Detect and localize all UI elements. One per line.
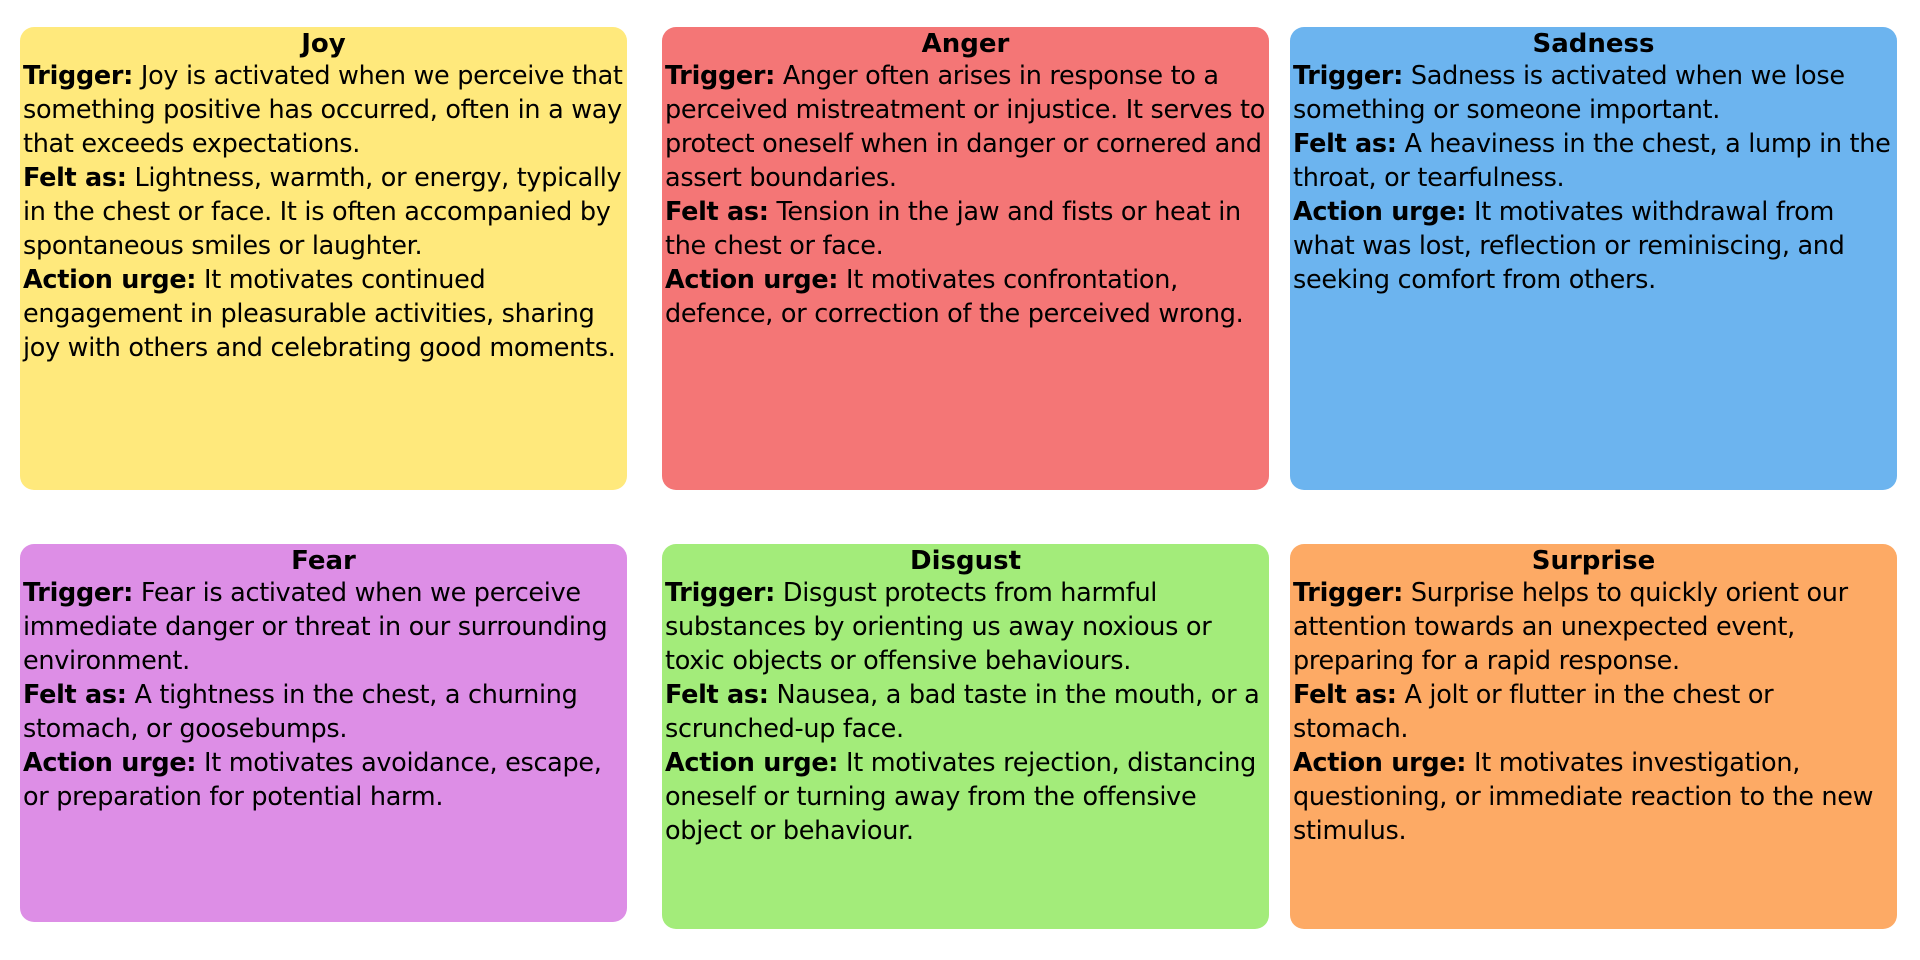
trigger-label: Trigger: <box>1293 578 1404 608</box>
emotion-card-anger: Anger Trigger: Anger often arises in res… <box>662 27 1269 490</box>
trigger-section: Trigger: Anger often arises in response … <box>665 59 1266 195</box>
felt-label: Felt as: <box>1293 129 1397 159</box>
emotion-card-sadness: Sadness Trigger: Sadness is activated wh… <box>1290 27 1897 490</box>
trigger-section: Trigger: Sadness is activated when we lo… <box>1293 59 1894 127</box>
trigger-text: Surprise helps to quickly orient our att… <box>1293 578 1848 676</box>
emotion-card-joy: Joy Trigger: Joy is activated when we pe… <box>20 27 627 490</box>
felt-label: Felt as: <box>665 680 769 710</box>
felt-text: Lightness, warmth, or energy, typically … <box>23 163 622 261</box>
trigger-label: Trigger: <box>1293 61 1404 91</box>
action-text: It motivates investigation, questioning,… <box>1293 748 1874 846</box>
action-text: It motivates confrontation, defence, or … <box>665 265 1244 329</box>
action-label: Action urge: <box>665 748 839 778</box>
felt-label: Felt as: <box>23 680 127 710</box>
felt-label: Felt as: <box>1293 680 1397 710</box>
trigger-label: Trigger: <box>23 61 134 91</box>
card-body: Trigger: Disgust protects from harmful s… <box>665 576 1266 848</box>
action-section: Action urge: It motivates rejection, dis… <box>665 746 1266 848</box>
action-label: Action urge: <box>665 265 839 295</box>
trigger-text: Fear is activated when we perceive immed… <box>23 578 608 676</box>
trigger-section: Trigger: Disgust protects from harmful s… <box>665 576 1266 678</box>
action-text: It motivates withdrawal from what was lo… <box>1293 197 1845 295</box>
card-title: Fear <box>291 546 356 576</box>
trigger-section: Trigger: Joy is activated when we percei… <box>23 59 624 161</box>
emotion-card-disgust: Disgust Trigger: Disgust protects from h… <box>662 544 1269 929</box>
felt-section: Felt as: Lightness, warmth, or energy, t… <box>23 161 624 263</box>
felt-section: Felt as: Tension in the jaw and fists or… <box>665 195 1266 263</box>
action-text: It motivates avoidance, escape, or prepa… <box>23 748 602 812</box>
action-label: Action urge: <box>23 265 197 295</box>
trigger-section: Trigger: Fear is activated when we perce… <box>23 576 624 678</box>
felt-section: Felt as: A jolt or flutter in the chest … <box>1293 678 1894 746</box>
trigger-label: Trigger: <box>665 578 776 608</box>
trigger-label: Trigger: <box>23 578 134 608</box>
felt-text: A jolt or flutter in the chest or stomac… <box>1293 680 1774 744</box>
felt-text: A tightness in the chest, a churning sto… <box>23 680 578 744</box>
action-section: Action urge: It motivates confrontation,… <box>665 263 1266 331</box>
action-section: Action urge: It motivates continued enga… <box>23 263 624 365</box>
card-body: Trigger: Joy is activated when we percei… <box>23 59 624 365</box>
trigger-text: Joy is activated when we perceive that s… <box>23 61 623 159</box>
card-body: Trigger: Sadness is activated when we lo… <box>1293 59 1894 297</box>
card-title: Anger <box>921 29 1010 59</box>
trigger-section: Trigger: Surprise helps to quickly orien… <box>1293 576 1894 678</box>
felt-section: Felt as: Nausea, a bad taste in the mout… <box>665 678 1266 746</box>
trigger-text: Disgust protects from harmful substances… <box>665 578 1212 676</box>
action-label: Action urge: <box>1293 197 1467 227</box>
card-title: Sadness <box>1532 29 1655 59</box>
felt-section: Felt as: A heaviness in the chest, a lum… <box>1293 127 1894 195</box>
felt-text: Tension in the jaw and fists or heat in … <box>665 197 1241 261</box>
felt-label: Felt as: <box>665 197 769 227</box>
action-label: Action urge: <box>1293 748 1467 778</box>
emotion-card-fear: Fear Trigger: Fear is activated when we … <box>20 544 627 922</box>
emotion-card-surprise: Surprise Trigger: Surprise helps to quic… <box>1290 544 1897 929</box>
felt-text: Nausea, a bad taste in the mouth, or a s… <box>665 680 1260 744</box>
action-section: Action urge: It motivates withdrawal fro… <box>1293 195 1894 297</box>
action-label: Action urge: <box>23 748 197 778</box>
card-body: Trigger: Surprise helps to quickly orien… <box>1293 576 1894 848</box>
felt-text: A heaviness in the chest, a lump in the … <box>1293 129 1891 193</box>
trigger-text: Anger often arises in response to a perc… <box>665 61 1266 193</box>
action-section: Action urge: It motivates investigation,… <box>1293 746 1894 848</box>
card-body: Trigger: Fear is activated when we perce… <box>23 576 624 814</box>
action-section: Action urge: It motivates avoidance, esc… <box>23 746 624 814</box>
card-body: Trigger: Anger often arises in response … <box>665 59 1266 331</box>
felt-label: Felt as: <box>23 163 127 193</box>
trigger-label: Trigger: <box>665 61 776 91</box>
action-text: It motivates rejection, distancing onese… <box>665 748 1257 846</box>
trigger-text: Sadness is activated when we lose someth… <box>1293 61 1845 125</box>
card-title: Surprise <box>1531 546 1656 576</box>
felt-section: Felt as: A tightness in the chest, a chu… <box>23 678 624 746</box>
card-title: Disgust <box>910 546 1021 576</box>
card-title: Joy <box>301 29 346 59</box>
action-text: It motivates continued engagement in ple… <box>23 265 616 363</box>
